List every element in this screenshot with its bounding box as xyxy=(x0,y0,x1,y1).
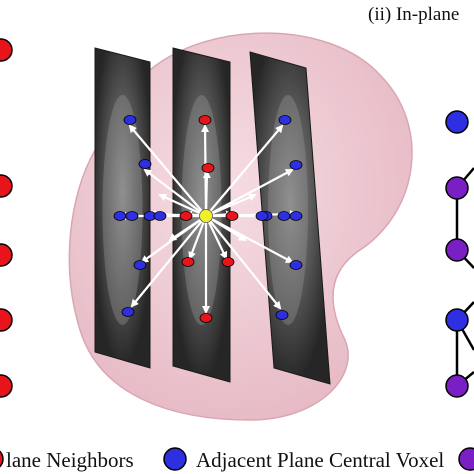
blue-voxel xyxy=(289,260,303,270)
blue-voxel xyxy=(255,211,269,221)
slice-organ-shadow xyxy=(268,95,308,325)
slice-organ-shadow xyxy=(102,95,143,325)
neighbor-arrow xyxy=(128,124,207,217)
red-voxel xyxy=(201,163,215,173)
blue-voxel xyxy=(289,160,303,170)
red-voxel xyxy=(221,257,235,267)
blue-voxel xyxy=(121,307,135,317)
neighbor-arrow xyxy=(143,168,207,217)
graph-purple-node xyxy=(445,176,469,200)
voxel-dots xyxy=(113,115,303,323)
neighbor-arrows xyxy=(118,124,298,314)
left-red-node xyxy=(0,174,13,198)
left-red-node xyxy=(0,38,13,62)
legend: lane Neighbors Adjacent Plane Central Vo… xyxy=(0,447,474,472)
neighbor-arrow xyxy=(168,215,207,242)
neighbor-arrow xyxy=(202,170,211,217)
center-voxel xyxy=(199,209,213,223)
red-voxel xyxy=(181,257,195,267)
right-panel-graph xyxy=(445,110,474,398)
blue-voxel xyxy=(123,115,137,125)
blue-voxel xyxy=(133,260,147,270)
image-slices xyxy=(94,47,331,385)
blue-voxel xyxy=(113,211,127,221)
neighbor-arrow xyxy=(205,215,282,310)
red-voxel xyxy=(198,115,212,125)
neighbor-arrow xyxy=(188,215,208,260)
blue-voxel xyxy=(153,211,167,221)
red-voxel xyxy=(199,313,213,323)
blue-voxel xyxy=(125,211,139,221)
red-voxel xyxy=(225,211,239,221)
left-panel-neighbors xyxy=(0,38,13,398)
neighbor-arrow xyxy=(205,124,284,217)
graph-purple-node xyxy=(445,374,469,398)
blue-voxel xyxy=(289,211,303,221)
purple-circle-icon xyxy=(458,447,474,471)
neighbor-arrow xyxy=(205,215,247,242)
left-red-node xyxy=(0,243,13,267)
left-red-node xyxy=(0,308,13,332)
blue-circle-icon xyxy=(163,447,187,471)
legend-item-2-label: Adjacent Plane Central Voxel xyxy=(196,448,444,472)
blue-voxel xyxy=(278,115,292,125)
graph-blue-node xyxy=(445,308,469,332)
blue-voxel xyxy=(275,310,289,320)
legend-item-1-label: lane Neighbors xyxy=(6,448,134,472)
panel-title: (ii) In-plane xyxy=(368,4,459,25)
red-circle-icon xyxy=(0,450,4,468)
left-red-node xyxy=(0,374,13,398)
red-voxel xyxy=(179,211,193,221)
neighbor-arrow xyxy=(158,193,207,218)
graph-blue-node xyxy=(445,110,469,134)
neighbor-arrow xyxy=(205,215,228,260)
blue-voxel xyxy=(277,211,291,221)
neighbor-arrow xyxy=(130,215,207,308)
neighbor-arrow xyxy=(205,169,294,217)
organ-blob xyxy=(68,32,413,421)
blue-voxel xyxy=(138,159,152,169)
neighbor-arrow xyxy=(205,193,257,218)
graph-purple-node xyxy=(445,238,469,262)
